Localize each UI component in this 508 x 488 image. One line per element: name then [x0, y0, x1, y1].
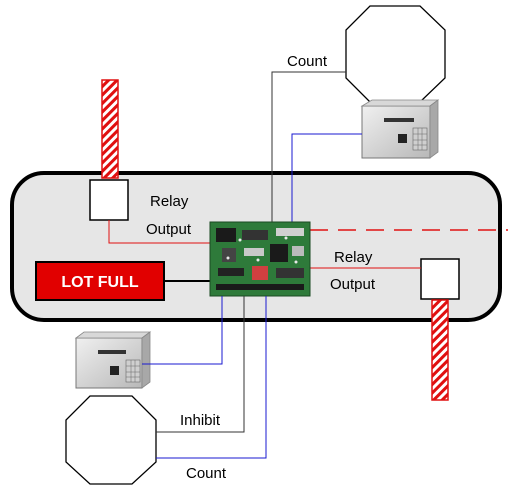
gate-box-right — [420, 258, 460, 300]
lot-full-text: LOT FULL — [61, 274, 139, 291]
inhibit-label: Inhibit — [180, 412, 221, 429]
count-wire-top — [271, 71, 346, 224]
gate-arm-icon — [431, 299, 449, 401]
bottom-count-label: Count — [186, 465, 227, 482]
count-wire-bottom — [156, 296, 267, 459]
top-count-label: Count — [287, 53, 328, 70]
right-relay-label-2: Output — [330, 276, 376, 293]
gate-box-left — [89, 179, 129, 221]
card-reader-icon — [74, 331, 152, 389]
right-relay-label-1: Relay — [334, 249, 373, 266]
left-relay-label-1: Relay — [150, 193, 189, 210]
relay-wire-left — [108, 220, 210, 244]
vehicle-loop-detector-icon — [345, 5, 446, 103]
reader-wire-bottom — [142, 296, 223, 365]
gate-arm-icon — [101, 79, 119, 179]
reader-wire-top — [291, 133, 362, 224]
left-relay-label-2: Output — [146, 221, 192, 238]
lot-full-sign — [35, 261, 165, 301]
card-reader-icon — [360, 99, 440, 159]
inhibit-wire — [156, 296, 245, 433]
controller-board-icon — [209, 221, 311, 297]
vehicle-loop-detector-icon — [65, 395, 157, 485]
